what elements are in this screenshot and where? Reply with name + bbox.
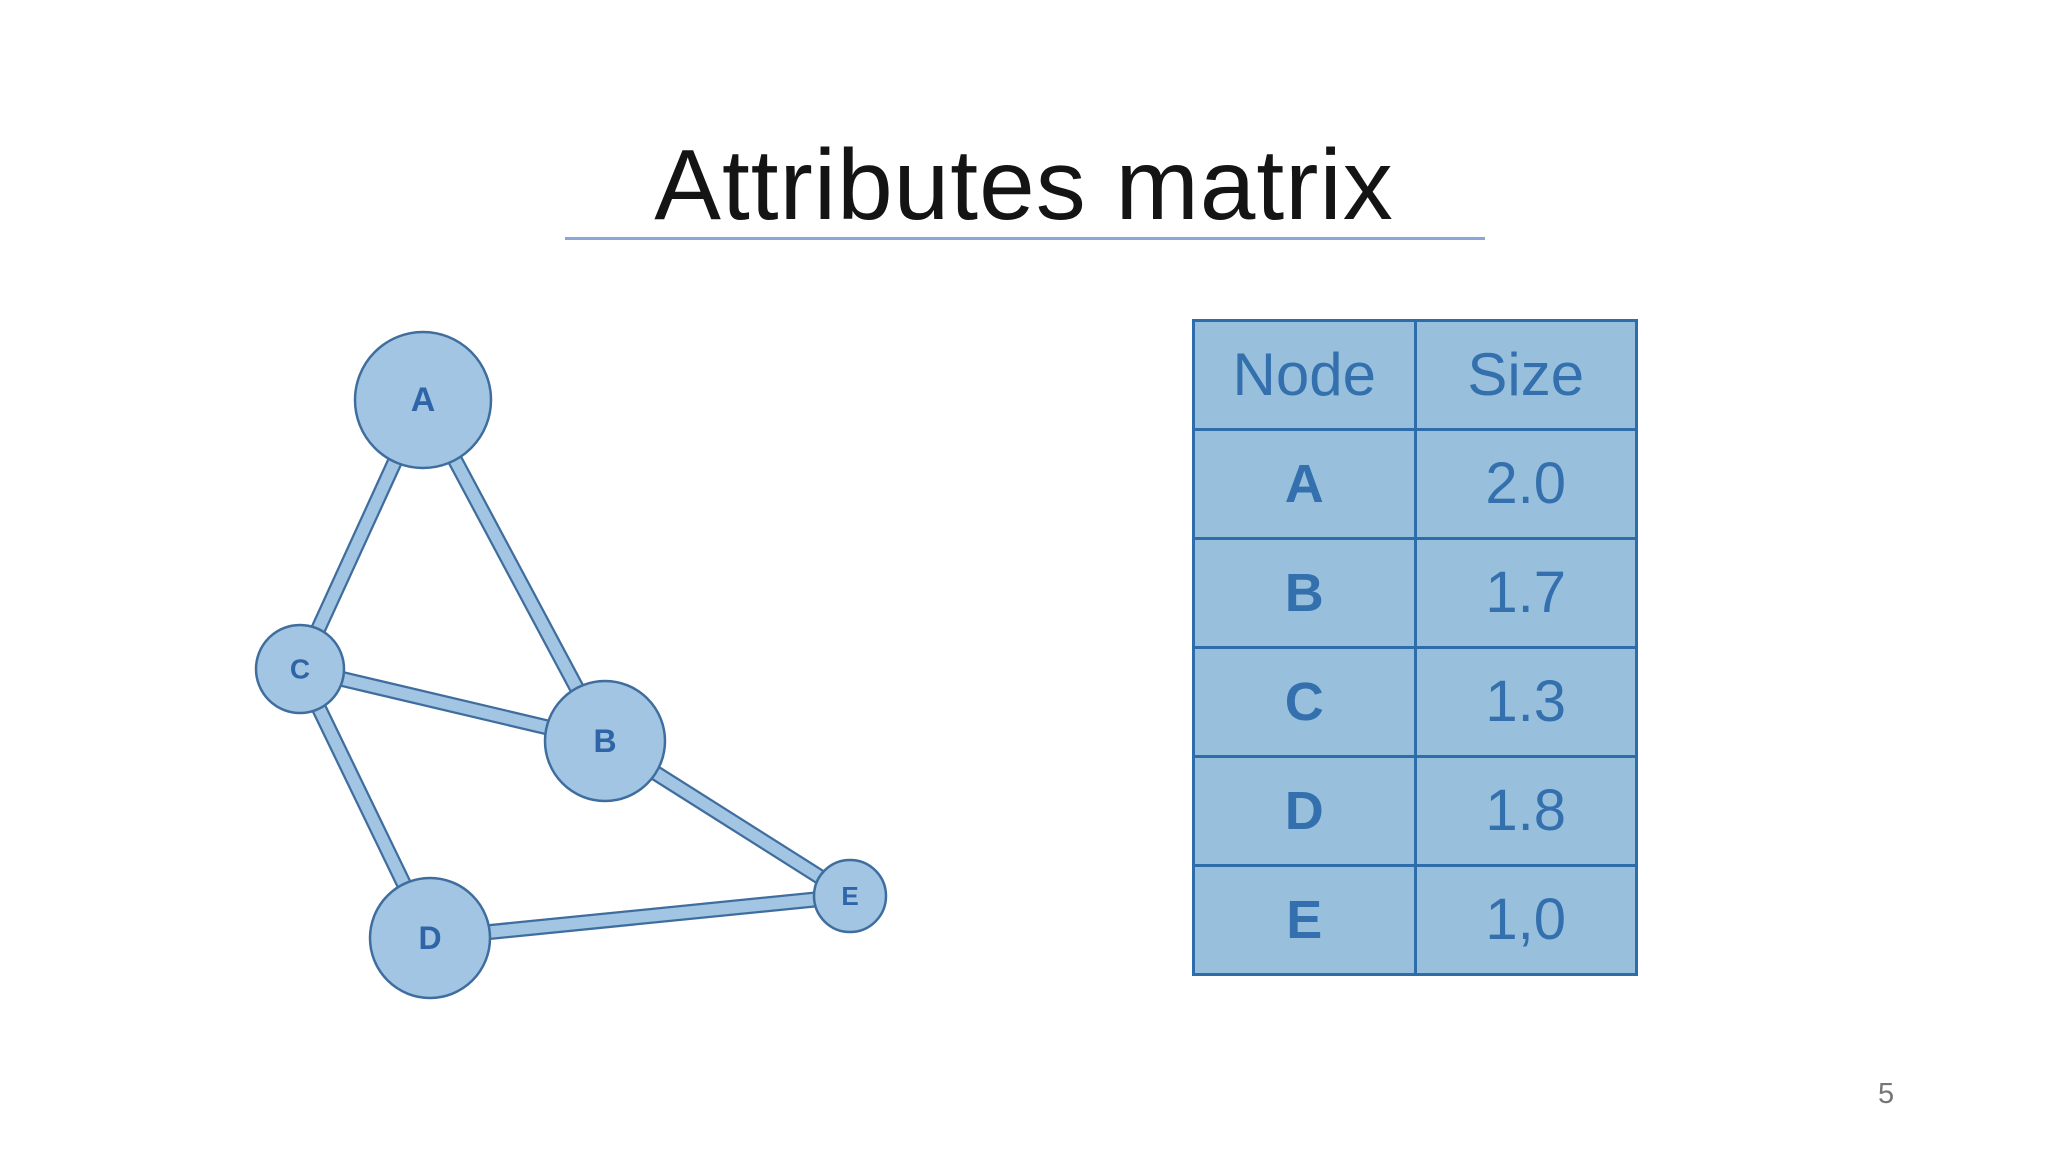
table-header-row: Node Size: [1192, 319, 1638, 431]
table-row: E 1,0: [1192, 864, 1638, 976]
graph-node-label: B: [593, 723, 616, 759]
graph-node-B: B: [543, 679, 667, 803]
size-cell: 1.3: [1413, 646, 1638, 758]
size-cell: 1,0: [1413, 864, 1638, 976]
size-cell: 1.7: [1413, 537, 1638, 649]
graph-node-D: D: [368, 876, 492, 1000]
col-header-node: Node: [1192, 319, 1417, 431]
node-cell: A: [1192, 428, 1417, 540]
page-title: Attributes matrix: [654, 129, 1394, 241]
col-header-size: Size: [1413, 319, 1638, 431]
size-cell: 1.8: [1413, 755, 1638, 867]
graph-node-label: A: [411, 381, 436, 419]
graph-edge-D-E: [429, 888, 851, 946]
table-row: D 1.8: [1192, 755, 1638, 867]
table-row: A 2.0: [1192, 428, 1638, 540]
node-cell: D: [1192, 755, 1417, 867]
graph-node-label: E: [841, 881, 858, 911]
size-cell: 2.0: [1413, 428, 1638, 540]
graph-node-label: C: [290, 654, 310, 685]
graph-node-label: D: [418, 920, 441, 956]
node-cell: C: [1192, 646, 1417, 758]
node-cell: E: [1192, 864, 1417, 976]
table-row: B 1.7: [1192, 537, 1638, 649]
title-divider: [565, 237, 1485, 240]
graph-node-E: E: [812, 858, 888, 934]
table-row: C 1.3: [1192, 646, 1638, 758]
attributes-table: Node Size A 2.0 B 1.7 C 1.3 D 1.8 E 1,0: [1192, 319, 1638, 976]
graph-node-C: C: [254, 623, 346, 715]
graph-node-A: A: [353, 330, 493, 470]
page-number: 5: [1878, 1078, 1895, 1110]
node-cell: B: [1192, 537, 1417, 649]
